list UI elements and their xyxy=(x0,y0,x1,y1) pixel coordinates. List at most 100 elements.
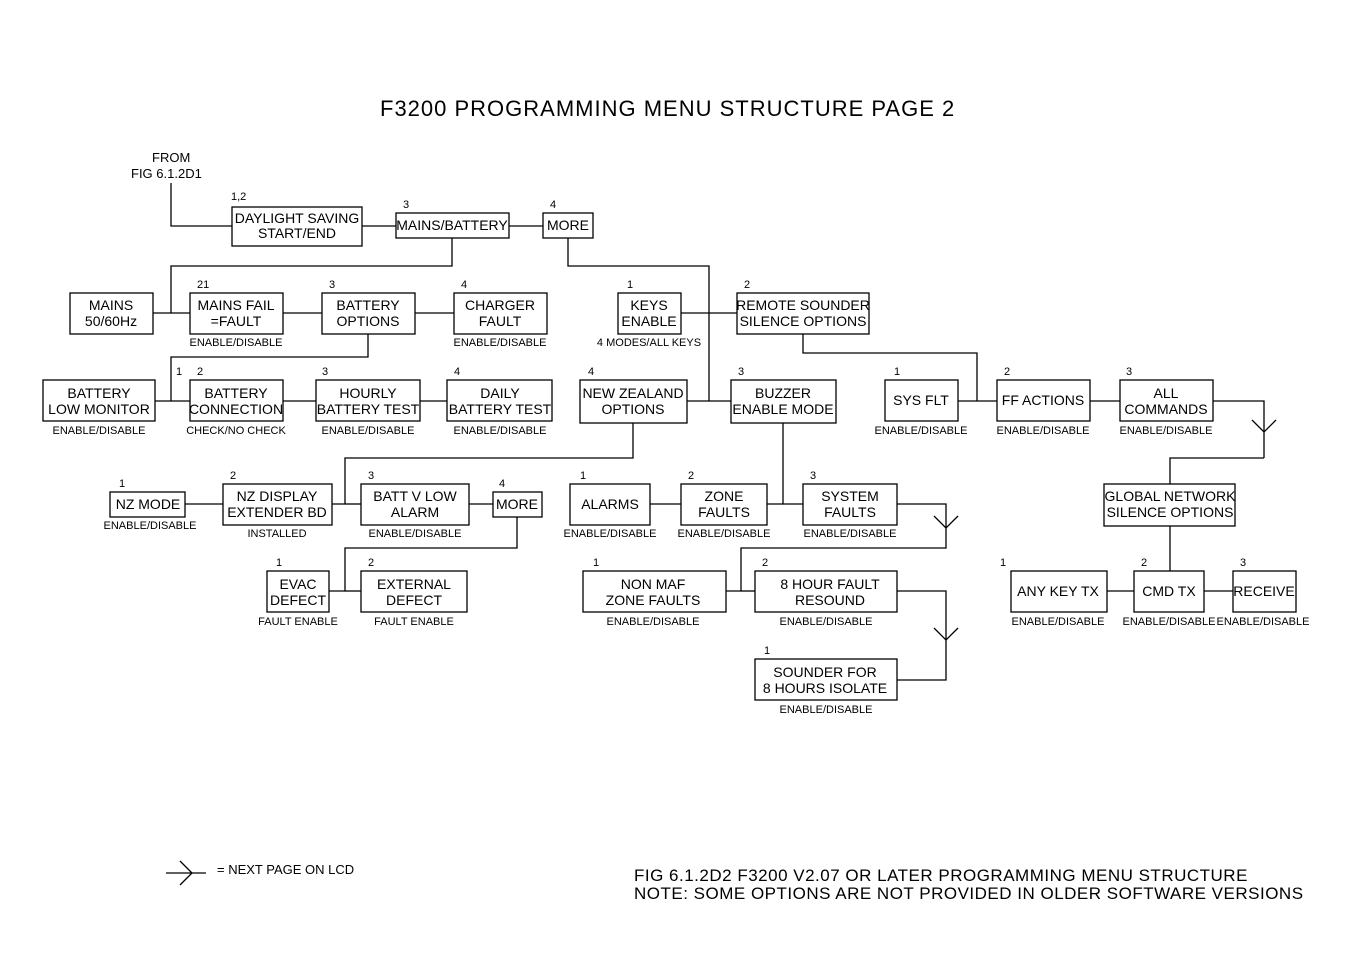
box-number: 1 xyxy=(580,470,586,482)
box-number: 3 xyxy=(322,366,328,378)
box-sublabel: ENABLE/DISABLE xyxy=(607,616,700,628)
box-zone-faults[interactable]: 2 ZONE FAULTS ENABLE/DISABLE xyxy=(678,470,771,540)
box-battery-low-monitor[interactable]: 1 BATTERY LOW MONITOR ENABLE/DISABLE xyxy=(42,366,182,437)
box-label-line1: KEYS xyxy=(630,297,667,313)
box-label-line1: BATT V LOW xyxy=(373,488,457,504)
box-label-line1: SOUNDER FOR xyxy=(773,664,876,680)
box-label-line1: MAINS FAIL xyxy=(197,297,274,313)
box-sublabel: ENABLE/DISABLE xyxy=(780,704,873,716)
box-number: 3 xyxy=(368,470,374,482)
box-sublabel: ENABLE/DISABLE xyxy=(190,337,283,349)
box-label-line1: BATTERY xyxy=(336,297,400,313)
box-charger-fault[interactable]: 4 CHARGER FAULT ENABLE/DISABLE xyxy=(453,279,548,349)
box-remote-sounder-silence-options[interactable]: 2 REMOTE SOUNDER SILENCE OPTIONS xyxy=(736,279,870,335)
box-nz-display-extender-bd[interactable]: 2 NZ DISPLAY EXTENDER BD INSTALLED xyxy=(222,470,333,540)
box-daylight-saving[interactable]: 1,2 DAYLIGHT SAVING START/END xyxy=(231,191,363,247)
box-number: 3 xyxy=(329,279,335,291)
box-alarms[interactable]: 1 ALARMS ENABLE/DISABLE xyxy=(564,470,657,540)
box-keys-enable[interactable]: 1 KEYS ENABLE 4 MODES/ALL KEYS xyxy=(597,279,701,349)
box-number: 2 xyxy=(762,557,768,569)
box-label-line1: CMD TX xyxy=(1142,583,1196,599)
box-batt-v-low-alarm[interactable]: 3 BATT V LOW ALARM ENABLE/DISABLE xyxy=(360,470,470,540)
box-sublabel: CHECK/NO CHECK xyxy=(186,425,286,437)
box-label-line1: HOURLY xyxy=(339,385,397,401)
box-label-line2: START/END xyxy=(258,225,336,241)
box-sublabel: ENABLE/DISABLE xyxy=(564,528,657,540)
box-frame xyxy=(360,570,468,613)
box-frame xyxy=(1133,570,1205,613)
box-sublabel: ENABLE/DISABLE xyxy=(780,616,873,628)
box-frame xyxy=(736,292,870,335)
box-label-line2: EXTENDER BD xyxy=(227,504,327,520)
box-sublabel: ENABLE/DISABLE xyxy=(804,528,897,540)
box-number: 4 xyxy=(461,279,467,291)
box-label-line2: 8 HOURS ISOLATE xyxy=(763,680,887,696)
box-system-faults[interactable]: 3 SYSTEM FAULTS ENABLE/DISABLE xyxy=(802,470,898,540)
box-label-line1: SYSTEM xyxy=(821,488,879,504)
box-label-line1: DAILY xyxy=(480,385,520,401)
box-label-line1: EXTERNAL xyxy=(377,576,451,592)
box-sys-flt[interactable]: 1 SYS FLT ENABLE/DISABLE xyxy=(875,366,968,437)
box-frame xyxy=(542,212,594,239)
box-frame xyxy=(617,292,682,335)
box-ff-actions[interactable]: 2 FF ACTIONS ENABLE/DISABLE xyxy=(996,366,1091,437)
box-label-line1: RECEIVE xyxy=(1233,583,1294,599)
box-label-line1: DAYLIGHT SAVING xyxy=(235,210,359,226)
box-label-line2: FAULTS xyxy=(824,504,876,520)
box-label-line1: SYS FLT xyxy=(893,392,949,408)
box-number: 3 xyxy=(1126,366,1132,378)
box-label-line1: NZ DISPLAY xyxy=(237,488,318,504)
box-cmd-tx[interactable]: 2 CMD TX ENABLE/DISABLE xyxy=(1123,557,1216,628)
box-number: 1 xyxy=(627,279,633,291)
box-mains-battery[interactable]: 3 MAINS/BATTERY xyxy=(395,199,510,239)
box-sublabel: ENABLE/DISABLE xyxy=(1120,425,1213,437)
box-number: 4 xyxy=(454,366,460,378)
box-frame xyxy=(582,570,727,613)
box-label-line2: DEFECT xyxy=(270,592,326,608)
box-more-top[interactable]: 4 MORE xyxy=(542,199,594,239)
box-label-line2: RESOUND xyxy=(795,592,865,608)
box-frame xyxy=(884,379,959,422)
figure-note: NOTE: SOME OPTIONS ARE NOT PROVIDED IN O… xyxy=(634,884,1304,903)
box-daily-battery-test[interactable]: 4 DAILY BATTERY TEST ENABLE/DISABLE xyxy=(446,366,553,437)
box-label-line1: BATTERY xyxy=(67,385,131,401)
box-hourly-battery-test[interactable]: 3 HOURLY BATTERY TEST ENABLE/DISABLE xyxy=(315,366,421,437)
box-label-line2: 50/60Hz xyxy=(85,313,137,329)
box-frame xyxy=(754,658,898,701)
box-new-zealand-options[interactable]: 4 NEW ZEALAND OPTIONS xyxy=(579,366,688,424)
box-mains-fail-fault[interactable]: 21 MAINS FAIL =FAULT ENABLE/DISABLE xyxy=(189,279,284,349)
box-receive[interactable]: 3 RECEIVE ENABLE/DISABLE xyxy=(1217,557,1310,628)
box-nz-mode[interactable]: 1 NZ MODE ENABLE/DISABLE xyxy=(104,478,197,532)
box-buzzer-enable-mode[interactable]: 3 BUZZER ENABLE MODE xyxy=(730,366,837,424)
box-label-line2: ALARM xyxy=(391,504,439,520)
box-battery-connection[interactable]: 2 BATTERY CONNECTION CHECK/NO CHECK xyxy=(186,366,286,437)
box-frame xyxy=(1119,379,1214,422)
box-non-maf-zone-faults[interactable]: 1 NON MAF ZONE FAULTS ENABLE/DISABLE xyxy=(582,557,727,628)
box-frame xyxy=(189,379,284,422)
box-sounder-for-8-hours-isolate[interactable]: 1 SOUNDER FOR 8 HOURS ISOLATE ENABLE/DIS… xyxy=(754,645,898,716)
box-mains-50-60hz[interactable]: MAINS 50/60Hz xyxy=(69,292,154,335)
box-label-line2: COMMANDS xyxy=(1124,401,1207,417)
box-number: 4 xyxy=(588,366,594,378)
box-frame xyxy=(446,379,553,422)
box-frame xyxy=(321,292,416,335)
box-battery-options[interactable]: 3 BATTERY OPTIONS xyxy=(321,279,416,335)
box-label-line2: ENABLE MODE xyxy=(732,401,833,417)
box-label-line2: FAULTS xyxy=(698,504,750,520)
box-external-defect[interactable]: 2 EXTERNAL DEFECT FAULT ENABLE xyxy=(360,557,468,628)
box-sublabel: ENABLE/DISABLE xyxy=(875,425,968,437)
box-global-network-silence-options[interactable]: GLOBAL NETWORK SILENCE OPTIONS xyxy=(1103,483,1237,527)
box-number: 1 xyxy=(276,557,282,569)
box-label-line1: CHARGER xyxy=(465,297,535,313)
box-label-line2: LOW MONITOR xyxy=(48,401,150,417)
box-8-hour-fault-resound[interactable]: 2 8 HOUR FAULT RESOUND ENABLE/DISABLE xyxy=(754,557,898,628)
box-more-nz[interactable]: 4 MORE xyxy=(492,478,543,518)
box-evac-defect[interactable]: 1 EVAC DEFECT FAULT ENABLE xyxy=(258,557,338,628)
box-label-line1: REMOTE SOUNDER xyxy=(736,297,870,313)
box-sublabel: FAULT ENABLE xyxy=(258,616,338,628)
box-any-key-tx[interactable]: 1 ANY KEY TX ENABLE/DISABLE xyxy=(1000,557,1108,628)
box-label-line1: GLOBAL NETWORK xyxy=(1105,488,1237,504)
box-frame xyxy=(802,483,898,526)
box-all-commands[interactable]: 3 ALL COMMANDS ENABLE/DISABLE xyxy=(1119,366,1214,437)
box-frame xyxy=(42,379,156,422)
